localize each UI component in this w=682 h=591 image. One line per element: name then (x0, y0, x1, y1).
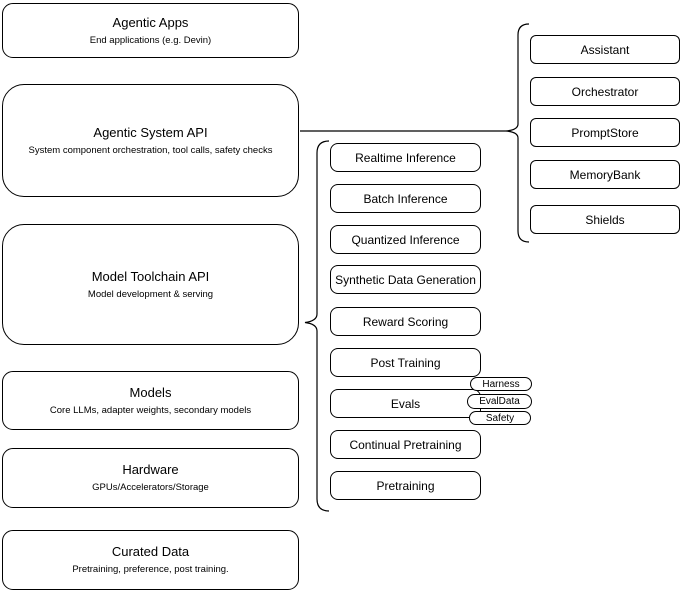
toolchain-item-evals: Evals (330, 389, 481, 418)
box-subtitle: End applications (e.g. Devin) (89, 34, 212, 46)
box-subtitle: Model development & serving (87, 288, 214, 300)
box-agentic-apps: Agentic Apps End applications (e.g. Devi… (2, 3, 299, 58)
box-hardware: Hardware GPUs/Accelerators/Storage (2, 448, 299, 508)
toolchain-item-label: Pretraining (376, 478, 435, 493)
toolchain-item-realtime-inference: Realtime Inference (330, 143, 481, 172)
toolchain-item-synthetic-data-generation: Synthetic Data Generation (330, 265, 481, 294)
box-subtitle: System component orchestration, tool cal… (28, 144, 273, 156)
toolchain-item-label: Evals (390, 396, 421, 411)
toolchain-item-label: Reward Scoring (362, 314, 449, 329)
box-title: Hardware (122, 462, 179, 477)
system-component-promptstore: PromptStore (530, 118, 680, 147)
box-agentic-system-api: Agentic System API System component orch… (2, 84, 299, 197)
eval-tag-label: Harness (482, 378, 520, 390)
system-component-orchestrator: Orchestrator (530, 77, 680, 106)
box-subtitle: Core LLMs, adapter weights, secondary mo… (49, 404, 252, 416)
system-component-label: MemoryBank (569, 167, 641, 182)
box-subtitle: Pretraining, preference, post training. (72, 564, 229, 575)
toolchain-brace (304, 140, 330, 512)
box-title: Models (129, 384, 172, 400)
eval-tag-safety: Safety (469, 411, 531, 425)
eval-tag-evaldata: EvalData (467, 394, 532, 409)
toolchain-item-label: Quantized Inference (351, 232, 460, 247)
toolchain-item-label: Post Training (370, 355, 441, 370)
system-component-shields: Shields (530, 205, 680, 234)
toolchain-item-post-training: Post Training (330, 348, 481, 377)
system-component-label: Orchestrator (571, 84, 639, 99)
eval-tag-harness: Harness (470, 377, 532, 391)
toolchain-item-batch-inference: Batch Inference (330, 184, 481, 213)
box-curated-data: Curated Data Pretraining, preference, po… (2, 530, 299, 590)
system-component-label: PromptStore (571, 125, 639, 140)
box-title: Agentic System API (93, 124, 208, 140)
box-subtitle: GPUs/Accelerators/Storage (92, 482, 209, 493)
eval-tag-label: EvalData (479, 396, 520, 407)
system-component-assistant: Assistant (530, 35, 680, 64)
system-component-label: Assistant (580, 42, 630, 57)
toolchain-item-pretraining: Pretraining (330, 471, 481, 500)
system-component-memorybank: MemoryBank (530, 160, 680, 189)
toolchain-item-label: Continual Pretraining (349, 437, 462, 452)
eval-tag-label: Safety (485, 412, 515, 424)
system-components-brace (505, 23, 530, 243)
toolchain-item-label: Batch Inference (363, 191, 448, 206)
toolchain-item-reward-scoring: Reward Scoring (330, 307, 481, 336)
box-model-toolchain-api: Model Toolchain API Model development & … (2, 224, 299, 345)
toolchain-item-label: Synthetic Data Generation (335, 272, 476, 287)
toolchain-item-continual-pretraining: Continual Pretraining (330, 430, 481, 459)
system-component-label: Shields (585, 212, 625, 227)
box-title: Model Toolchain API (91, 268, 210, 284)
box-title: Curated Data (111, 544, 190, 559)
box-title: Agentic Apps (112, 14, 189, 30)
toolchain-item-label: Realtime Inference (355, 150, 456, 165)
box-models: Models Core LLMs, adapter weights, secon… (2, 371, 299, 430)
toolchain-item-quantized-inference: Quantized Inference (330, 225, 481, 254)
